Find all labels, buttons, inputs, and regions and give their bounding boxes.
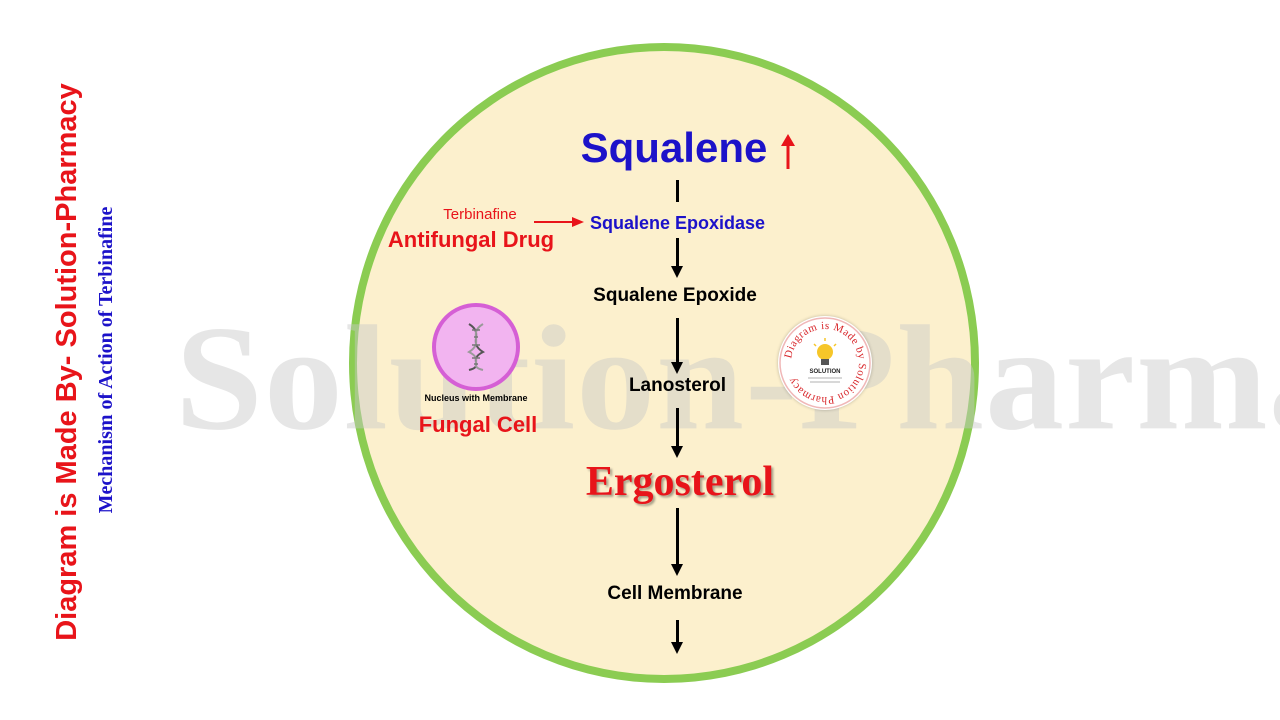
nucleus [432, 303, 520, 391]
enzyme-label: Squalene Epoxidase [589, 213, 766, 233]
arrow-3-head [671, 362, 683, 374]
arrow-2-shaft [676, 238, 679, 268]
squalene-label: Squalene [580, 124, 768, 171]
dna-icon [466, 323, 486, 371]
lanosterol-label: Lanosterol [628, 375, 727, 396]
drug-name: Terbinafine [443, 206, 517, 223]
arrow-6-shaft [676, 620, 679, 644]
arrow-5-shaft [676, 508, 679, 566]
watermark: Solution-Pharmacy [175, 295, 1280, 462]
arrow-4-shaft [676, 408, 679, 448]
svg-text:SOLUTION: SOLUTION [810, 369, 841, 375]
squalene-epoxide-label: Squalene Epoxide [593, 285, 757, 306]
badge-seal-graphic: Diagram is Made by Solution Pharmacy SOL… [779, 317, 871, 409]
arrow-4-head [671, 446, 683, 458]
drug-class: Antifungal Drug [387, 227, 555, 252]
arrow-1-shaft [676, 180, 679, 202]
arrow-5-head [671, 564, 683, 576]
fungal-cell-label: Fungal Cell [418, 412, 538, 437]
solution-pharmacy-badge: Diagram is Made by Solution Pharmacy SOL… [778, 316, 872, 410]
arrow-6-head [671, 642, 683, 654]
arrow-2-head [671, 266, 683, 278]
cell-membrane-label: Cell Membrane [607, 583, 743, 604]
side-subtitle: Mechanism of Action of Terbinafine [95, 206, 117, 514]
up-arrow-icon [781, 134, 795, 169]
arrow-3-shaft [676, 318, 679, 364]
inhibition-arrow-icon [534, 217, 584, 227]
ergosterol-label: Ergosterol [585, 459, 775, 505]
nucleus-label: Nucleus with Membrane [424, 393, 528, 403]
side-title: Diagram is Made By- Solution-Pharmacy [51, 83, 83, 641]
